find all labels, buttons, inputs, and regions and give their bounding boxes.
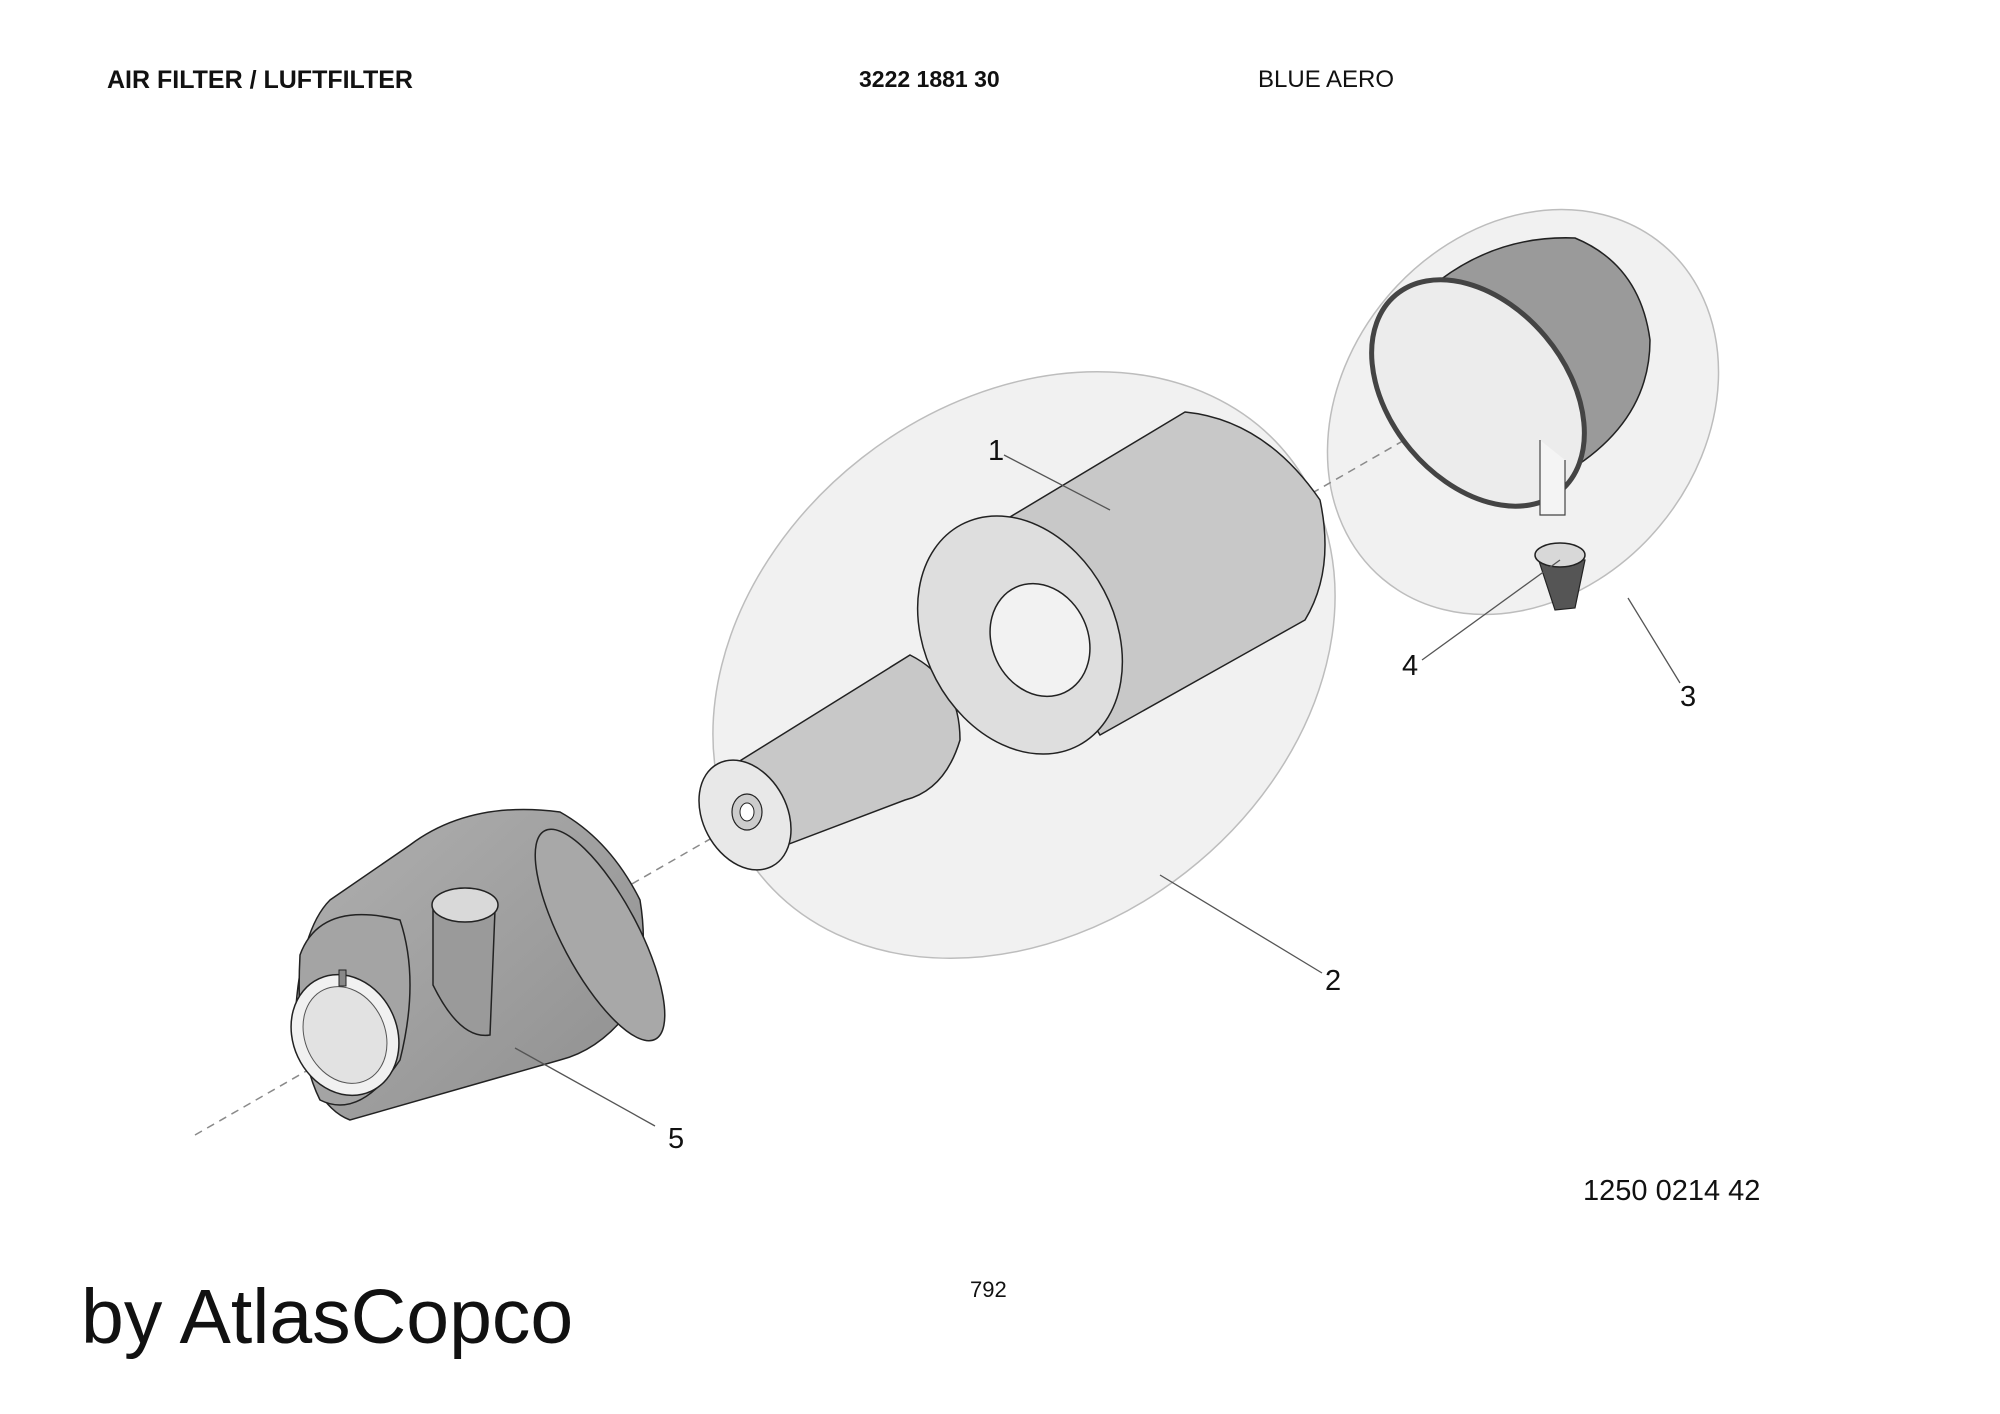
filter-element <box>916 411 1326 755</box>
callout-4-label: 4 <box>1402 650 1418 682</box>
brand-logo-text: by AtlasCopco <box>81 1274 574 1360</box>
part-number: 3222 1881 30 <box>859 66 1000 92</box>
end-cover <box>1369 237 1651 516</box>
document-number: 1250 0214 42 <box>1583 1175 1761 1207</box>
callout-3-label: 3 <box>1680 681 1696 713</box>
callout-2-label: 2 <box>1325 965 1341 997</box>
page-number: 792 <box>970 1277 1007 1302</box>
callout-1-label: 1 <box>988 435 1004 467</box>
model-name: BLUE AERO <box>1258 66 1395 93</box>
leader-lines <box>514 454 1681 1127</box>
callout-5-label: 5 <box>668 1123 684 1155</box>
filter-housing <box>290 808 666 1121</box>
drawing-title: AIR FILTER / LUFTFILTER <box>107 66 413 94</box>
